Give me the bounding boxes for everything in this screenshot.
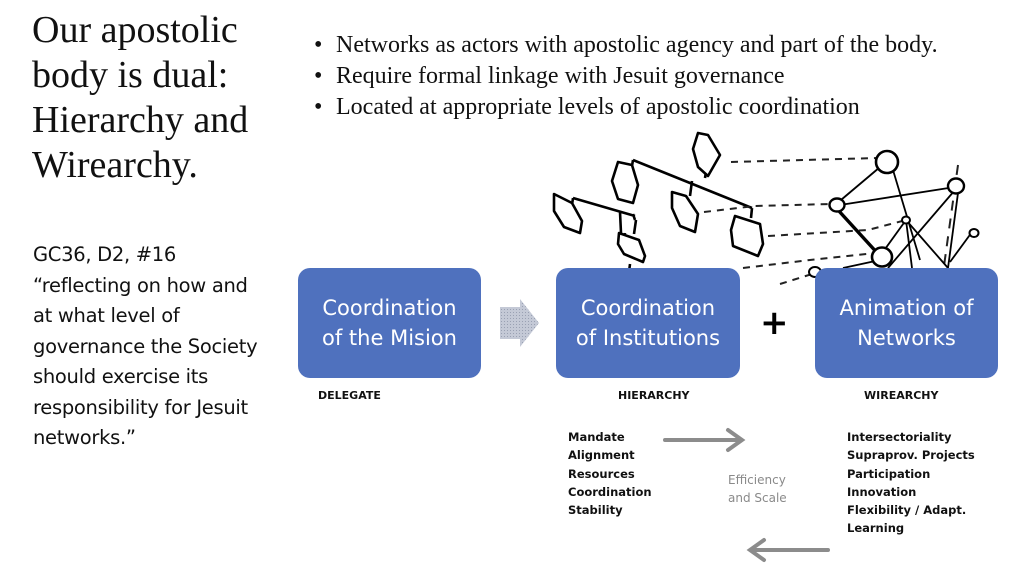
org-chart-icon — [552, 131, 765, 273]
hierarchy-attribute-list: Mandate Alignment Resources Coordination… — [568, 428, 652, 519]
quote-text: GC36, D2, #16 “reflecting on how and at … — [33, 243, 258, 449]
efficiency-scale-label: Efficiency and Scale — [728, 473, 787, 505]
list-item: Flexibility / Adapt. — [847, 503, 967, 518]
network-graph-icon — [808, 149, 980, 278]
bullet-icon: • — [314, 63, 323, 89]
list-item: Alignment — [568, 448, 635, 463]
bullet-icon: • — [314, 32, 323, 58]
list-item: Stability — [568, 503, 623, 518]
bullet-icon: • — [314, 94, 323, 120]
slide-title: Our apostolic body is dual: Hierarchy an… — [32, 9, 249, 186]
list-item: Mandate — [568, 430, 625, 444]
right-block-arrow-icon — [500, 299, 539, 347]
bullet-item: •Networks as actors with apostolic agenc… — [312, 30, 938, 61]
arrow-right-icon — [663, 428, 746, 452]
dashed-link-lines — [703, 157, 959, 285]
list-item: Innovation — [847, 484, 917, 499]
bullet-item: •Require formal linkage with Jesuit gove… — [312, 61, 938, 92]
bullet-item: •Located at appropriate levels of aposto… — [312, 92, 938, 123]
list-item: Supraprov. Projects — [847, 448, 975, 463]
list-item: Learning — [847, 521, 905, 536]
plus-icon: + — [760, 303, 789, 343]
arrow-left-icon — [746, 538, 830, 562]
list-item: Coordination — [568, 484, 652, 499]
wirearchy-attribute-list: Intersectoriality Supraprov. Projects Pa… — [847, 428, 975, 538]
list-item: Participation — [847, 466, 931, 481]
list-item: Resources — [568, 466, 635, 481]
wirearchy-label: WIREARCHY — [864, 389, 939, 402]
bullet-list: •Networks as actors with apostolic agenc… — [312, 30, 938, 123]
list-item: Intersectoriality — [847, 430, 952, 444]
hierarchy-label: HIERARCHY — [618, 389, 690, 402]
delegate-label: DELEGATE — [318, 389, 381, 402]
